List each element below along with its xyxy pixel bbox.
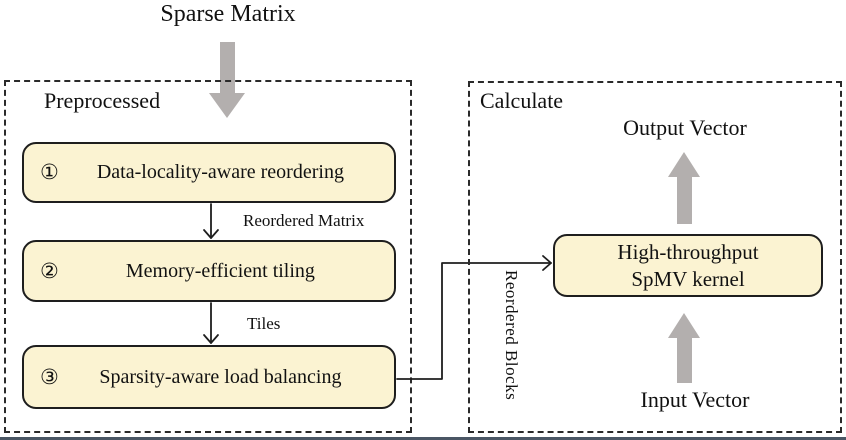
step-label-load-balancing: Sparsity-aware load balancing: [99, 365, 342, 388]
sparse-matrix-title: Sparse Matrix: [160, 1, 296, 27]
step-number-3: ③: [40, 364, 59, 389]
input-flow-arrow-up-icon: [668, 313, 701, 383]
input-vector-label: Input Vector: [640, 387, 750, 412]
calculate-region-label: Calculate: [480, 88, 564, 113]
step-number-1: ①: [40, 160, 59, 184]
preprocessed-region-label: Preprocessed: [44, 88, 161, 113]
arrow-head: [209, 93, 245, 118]
step-box-reordering: ① Data-locality-aware reordering: [22, 142, 396, 203]
calculate-region: [468, 81, 842, 433]
edge-label-tiles: Tiles: [247, 314, 281, 333]
step-box-tiling: ② Memory-efficient tiling: [22, 240, 396, 302]
bottom-edge-bar: [0, 437, 846, 440]
step-number-2: ②: [40, 258, 59, 283]
step-label-reordering: Data-locality-aware reordering: [96, 161, 344, 183]
kernel-label-line1: High-throughput: [617, 239, 759, 264]
arrow-shaft: [677, 337, 692, 383]
output-vector-label: Output Vector: [623, 115, 747, 140]
output-flow-arrow-up-icon: [668, 152, 701, 224]
arrow-head: [668, 152, 700, 177]
step-label-tiling: Memory-efficient tiling: [125, 259, 315, 282]
step-box-load-balancing: ③ Sparsity-aware load balancing: [22, 345, 396, 409]
arrow-head: [668, 313, 700, 338]
arrow-shaft: [677, 176, 692, 224]
preprocessed-region: [4, 80, 412, 433]
connector-label-reordered-blocks: Reordered Blocks: [502, 270, 521, 401]
kernel-label-line2: SpMV kernel: [631, 266, 745, 291]
edge-label-reordered-matrix: Reordered Matrix: [243, 211, 365, 230]
spmv-kernel-box: High-throughput SpMV kernel: [553, 234, 823, 297]
